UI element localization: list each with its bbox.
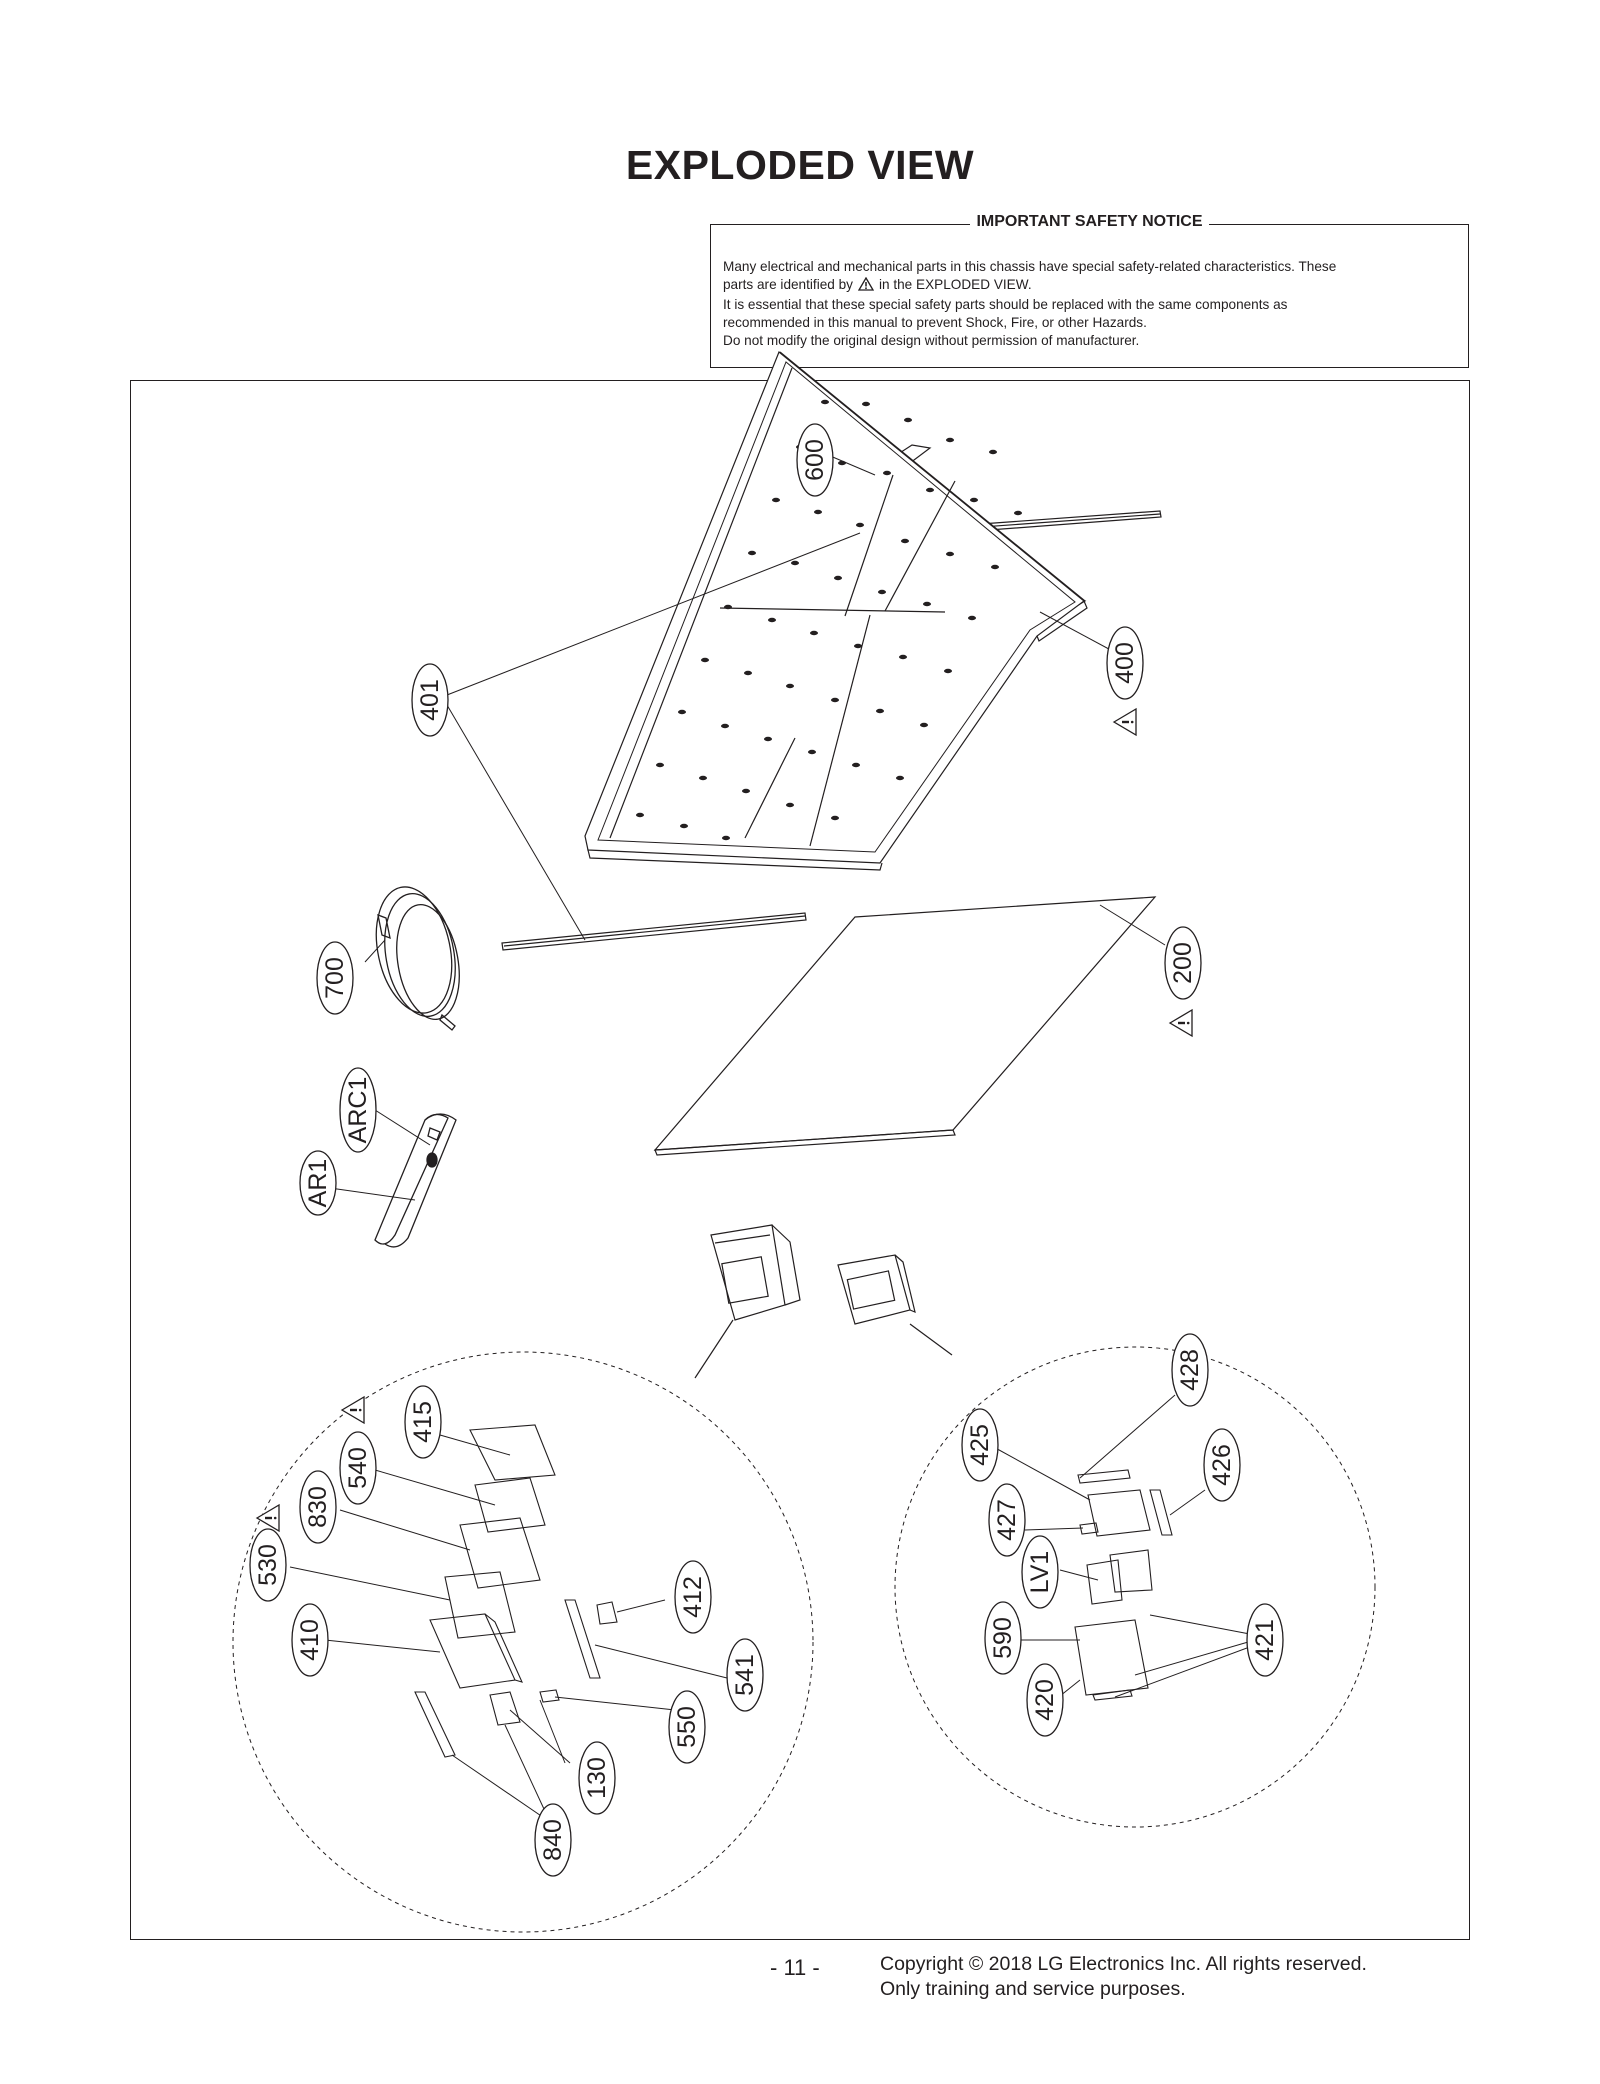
callout-ar1: AR1	[304, 1159, 332, 1208]
callout-541: 541	[731, 1654, 759, 1696]
callout-oval-600	[796, 423, 834, 497]
callout-oval-428	[1171, 1333, 1209, 1407]
detail-circle-right	[894, 1346, 1376, 1828]
callout-427: 427	[993, 1499, 1021, 1541]
warning-triangle-icon	[857, 276, 875, 296]
notice-line-3: It is essential that these special safet…	[723, 297, 1288, 312]
callout-830: 830	[304, 1486, 332, 1528]
copyright-line-2: Only training and service purposes.	[880, 1978, 1186, 2000]
callout-oval-420	[1026, 1663, 1064, 1737]
callout-412: 412	[679, 1576, 707, 1618]
callout-420: 420	[1031, 1679, 1059, 1721]
callout-540: 540	[344, 1447, 372, 1489]
notice-line-4: recommended in this manual to prevent Sh…	[723, 315, 1147, 330]
callout-426: 426	[1208, 1444, 1236, 1486]
callout-oval-830	[299, 1470, 337, 1544]
part-700-power-cord	[375, 886, 460, 1031]
callout-415: 415	[409, 1401, 437, 1443]
page-title: EXPLODED VIEW	[625, 142, 975, 188]
leader-main-right	[909, 1323, 953, 1356]
safety-notice-title: IMPORTANT SAFETY NOTICE	[970, 213, 1209, 230]
callout-oval-arc1	[339, 1067, 377, 1153]
callout-200: 200	[1169, 942, 1197, 984]
callout-400: 400	[1111, 642, 1139, 684]
copyright-footer: Copyright © 2018 LG Electronics Inc. All…	[880, 1952, 1367, 2002]
callout-oval-421	[1246, 1603, 1284, 1677]
safety-notice-body: Many electrical and mechanical parts in …	[723, 258, 1456, 350]
callout-oval-130	[578, 1741, 616, 1815]
copyright-line-1: Copyright © 2018 LG Electronics Inc. All…	[880, 1953, 1367, 1975]
callout-428: 428	[1176, 1349, 1204, 1391]
left-detail-parts	[414, 1424, 618, 1758]
warning-triangle-icon	[1168, 1008, 1194, 1038]
callout-530: 530	[254, 1544, 282, 1586]
callout-oval-540	[339, 1431, 377, 1505]
callout-oval-541	[726, 1638, 764, 1712]
warning-triangle-icon	[255, 1503, 281, 1533]
detail-circle-left	[232, 1351, 814, 1933]
callout-550: 550	[673, 1706, 701, 1748]
callout-oval-840	[534, 1803, 572, 1877]
callout-arc1: ARC1	[344, 1077, 372, 1144]
callout-600: 600	[801, 439, 829, 481]
main-board-assembly	[710, 1224, 916, 1325]
warning-triangle-icon	[1112, 707, 1138, 737]
callout-421: 421	[1251, 1619, 1279, 1661]
callout-oval-ar1	[299, 1150, 337, 1216]
part-401-bottom-rail	[501, 912, 807, 951]
callout-130: 130	[583, 1757, 611, 1799]
callout-425: 425	[966, 1424, 994, 1466]
callout-oval-530	[249, 1528, 287, 1602]
callout-leaders	[289, 454, 1256, 1823]
callout-oval-412	[674, 1560, 712, 1634]
callout-oval-400	[1106, 626, 1144, 700]
part-400-module	[584, 351, 1088, 871]
callout-oval-200	[1164, 926, 1202, 1000]
callout-oval-700	[316, 941, 354, 1015]
notice-line-1: Many electrical and mechanical parts in …	[723, 259, 1337, 274]
callout-700: 700	[321, 957, 349, 999]
callout-590: 590	[989, 1617, 1017, 1659]
callout-lv1: LV1	[1026, 1551, 1054, 1594]
callout-oval-401	[411, 663, 449, 737]
callout-410: 410	[296, 1619, 324, 1661]
callout-oval-415	[404, 1385, 442, 1459]
callout-oval-425	[961, 1408, 999, 1482]
part-200-panel	[653, 896, 1157, 1156]
page-number: - 11 -	[770, 1955, 820, 1980]
safety-notice-box: IMPORTANT SAFETY NOTICE Many electrical …	[710, 213, 1469, 368]
warning-triangle-icon	[340, 1395, 366, 1425]
callout-oval-lv1	[1021, 1535, 1059, 1609]
callout-oval-590	[984, 1601, 1022, 1675]
callout-oval-550	[668, 1690, 706, 1764]
callout-401: 401	[416, 679, 444, 721]
callout-oval-410	[291, 1603, 329, 1677]
right-detail-parts	[1074, 1469, 1173, 1701]
notice-line-5: Do not modify the original design withou…	[723, 333, 1140, 348]
part-ar1-remote	[374, 1113, 457, 1248]
leader-main-left	[694, 1319, 734, 1379]
callout-oval-426	[1203, 1428, 1241, 1502]
callout-oval-427	[988, 1483, 1026, 1557]
callout-840: 840	[539, 1819, 567, 1861]
